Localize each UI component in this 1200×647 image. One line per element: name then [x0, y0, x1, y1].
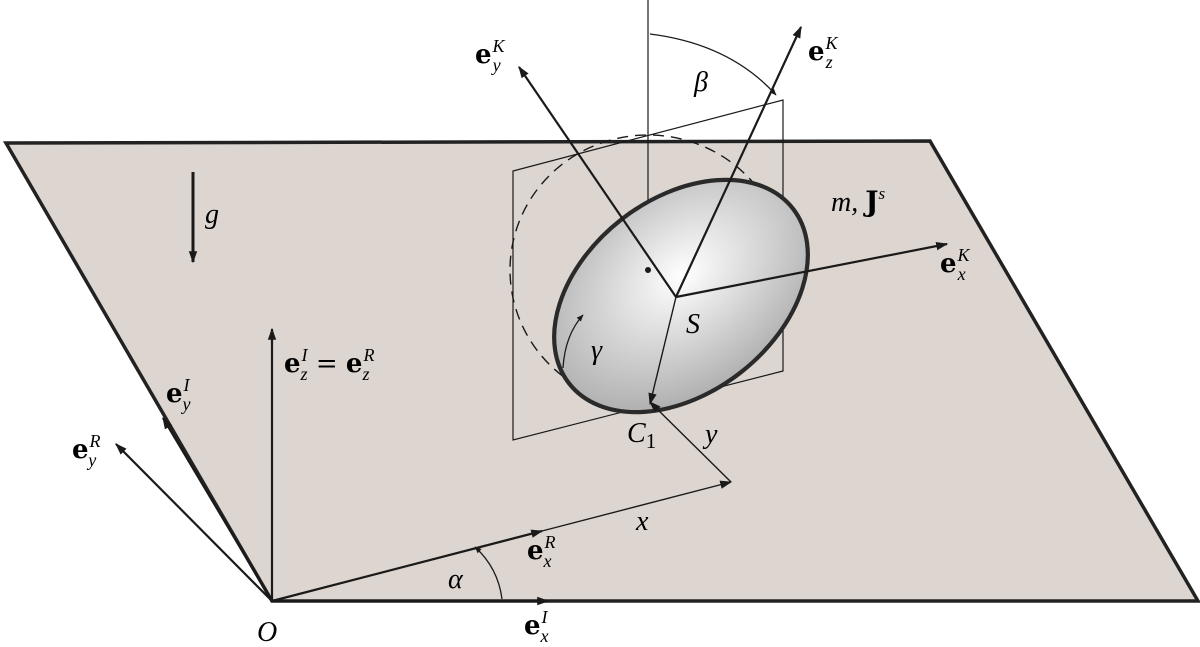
gravity-label: g	[205, 199, 219, 230]
vertical-line-point	[645, 267, 651, 273]
ey-K-arrow	[518, 66, 677, 298]
y-coordinate-arrow	[649, 401, 732, 483]
ex-K-arrow	[675, 241, 949, 299]
gamma-rotation-arc	[562, 314, 584, 369]
disk-plane-outline	[512, 99, 784, 441]
alpha-label: α	[448, 564, 464, 595]
gamma-label: γ	[591, 335, 603, 366]
alpha-angle-arc	[474, 546, 503, 600]
beta-angle-arc	[649, 33, 777, 96]
ey-R-arrow	[115, 443, 273, 602]
S-to-C1-line	[648, 296, 677, 406]
ex-R-arrow	[271, 529, 544, 603]
mass-inertia-label: m, Js	[831, 184, 885, 218]
y-label: y	[702, 419, 718, 450]
ey-I-arrow	[162, 416, 273, 602]
contact-point-label: C1	[627, 418, 656, 453]
beta-label: β	[693, 67, 708, 98]
center-S-label: S	[686, 309, 700, 340]
x-coordinate-arrow	[541, 480, 733, 532]
origin-label: O	[257, 617, 277, 647]
x-label: x	[635, 506, 649, 537]
ez-K-arrow	[675, 25, 802, 298]
